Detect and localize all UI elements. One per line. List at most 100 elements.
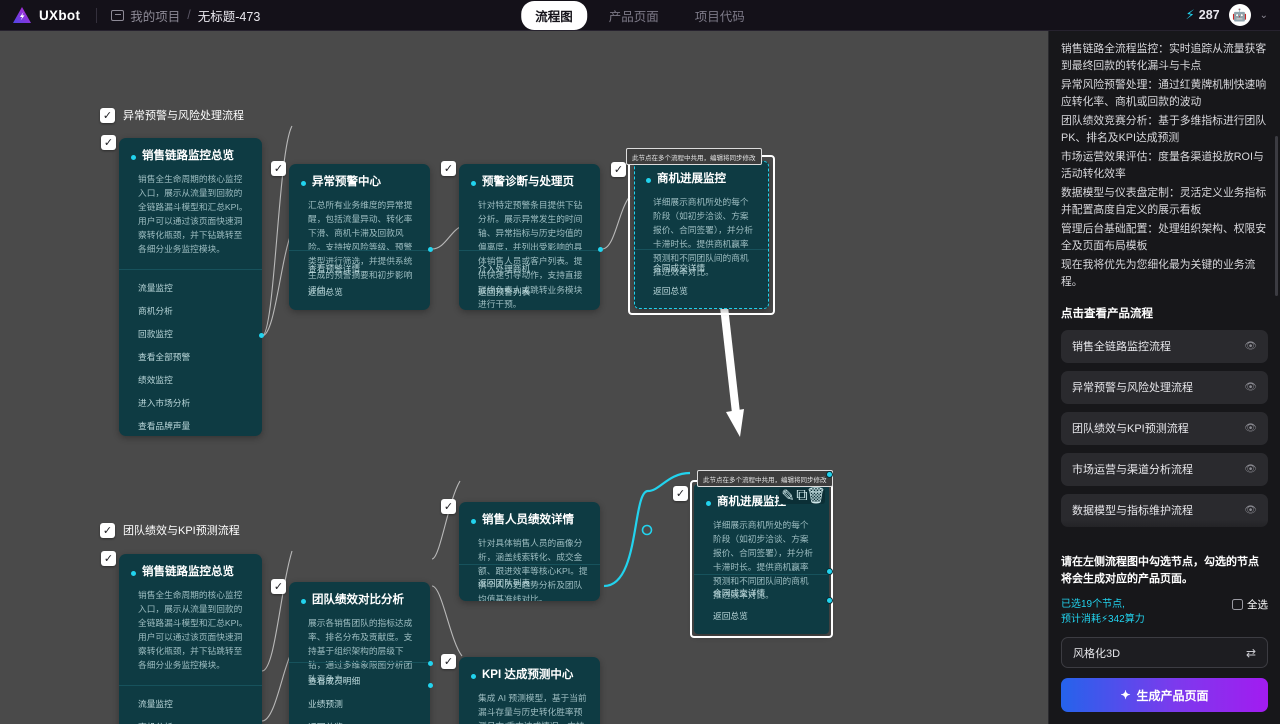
tab-product-pages[interactable]: 产品页面 xyxy=(608,9,659,24)
node-action[interactable]: 返回团队列表 xyxy=(478,578,531,588)
node-sales-overview-2[interactable]: 销售链路监控总览 销售全生命周期的核心监控入口，展示从流量到回款的全链路漏斗模型… xyxy=(119,554,262,724)
style-selector-value: 风格化3D xyxy=(1073,647,1121,660)
avatar[interactable]: 🤖 xyxy=(1228,4,1251,26)
node-team-performance-compare[interactable]: 团队绩效对比分析 展示各销售团队的指标达成率、排名分布及贡献度。支持基于组织架构… xyxy=(289,582,430,724)
flow-item-data-model[interactable]: 数据模型与指标维护流程 👁 xyxy=(1061,493,1268,527)
node-action[interactable]: 查看全部预警 xyxy=(138,351,191,362)
node-checkbox[interactable]: ✓ xyxy=(271,161,286,176)
node-resize-handle[interactable] xyxy=(826,471,833,478)
node-title: 销售人员绩效详情 xyxy=(482,514,574,526)
node-salesperson-detail[interactable]: 销售人员绩效详情 针对具体销售人员的画像分析，涵盖线索转化、成交金额、跟进效率等… xyxy=(459,502,600,601)
node-action[interactable]: 回款监控 xyxy=(138,328,173,339)
node-action[interactable]: 绩效监控 xyxy=(138,374,173,385)
breadcrumb-current[interactable]: 无标题-473 xyxy=(197,9,261,24)
copy-icon[interactable]: ⧉ xyxy=(796,487,808,504)
node-actions: 合同成交详情 返回总览 xyxy=(694,574,829,634)
group-label-text: 异常预警与风险处理流程 xyxy=(123,110,244,122)
node-checkbox[interactable]: ✓ xyxy=(441,654,456,669)
node-description: 汇总所有业务维度的异常提醒，包括流量异动、转化率下滑、商机卡滞及回款风险。支持按… xyxy=(308,199,413,295)
node-checkbox[interactable]: ✓ xyxy=(441,499,456,514)
delete-icon[interactable]: 🗑 xyxy=(805,488,827,505)
generate-product-page-button[interactable]: ✦ 生成产品页面 xyxy=(1061,678,1268,712)
node-header: 预警诊断与处理页 xyxy=(459,164,600,190)
node-action[interactable]: 流量监控 xyxy=(138,698,173,709)
node-output-port[interactable] xyxy=(428,683,433,688)
node-action[interactable]: 流量监控 xyxy=(138,282,173,293)
node-output-port[interactable] xyxy=(428,247,433,252)
sidebar-paragraph: 团队绩效竞赛分析：基于多维指标进行团队PK、排名及KPI达成预测 xyxy=(1061,114,1267,145)
tab-flowchart[interactable]: 流程图 xyxy=(521,0,587,30)
node-checkbox[interactable]: ✓ xyxy=(441,161,456,176)
node-title: 异常预警中心 xyxy=(312,176,381,188)
flow-item-team-kpi[interactable]: 团队绩效与KPI预测流程 👁 xyxy=(1061,411,1268,445)
select-all-control[interactable]: 全选 xyxy=(1232,597,1268,612)
node-action[interactable]: 介入处理商机 xyxy=(478,264,531,274)
shared-node-tooltip: 此节点在多个流程中共用，编辑将同步修改 xyxy=(626,148,762,165)
chevron-down-icon[interactable]: ⌄ xyxy=(1259,9,1268,21)
node-checkbox[interactable]: ✓ xyxy=(101,551,116,566)
node-action[interactable]: 返回总览 xyxy=(308,287,343,297)
selection-summary: 已选19个节点, 预计消耗⚡342算力 xyxy=(1061,597,1145,627)
node-checkbox[interactable]: ✓ xyxy=(673,486,688,501)
eye-icon[interactable]: 👁 xyxy=(1244,422,1257,434)
node-action[interactable]: 返回总览 xyxy=(653,286,688,296)
node-kpi-forecast-center[interactable]: KPI 达成预测中心 集成 AI 预测模型，基于当前漏斗存量与历史转化胜率预测月… xyxy=(459,657,600,724)
node-alert-diagnosis[interactable]: 预警诊断与处理页 针对特定预警条目提供下钻分析。展示异常发生的时间轴、异常指标与… xyxy=(459,164,600,310)
select-all-checkbox[interactable] xyxy=(1232,599,1243,610)
swap-icon[interactable]: ⇄ xyxy=(1245,645,1256,660)
node-action[interactable]: 返回总览 xyxy=(289,715,430,724)
flowchart-canvas[interactable]: ✓ 异常预警与风险处理流程 ✓ 团队绩效与KPI预测流程 ✓ 销售链路监控总览 … xyxy=(0,31,1048,724)
eye-icon[interactable]: 👁 xyxy=(1244,463,1257,475)
node-action[interactable]: 查看预警详情 xyxy=(308,264,361,274)
group-checkbox[interactable]: ✓ xyxy=(100,107,115,123)
node-action[interactable]: 合同成交详情 xyxy=(713,588,766,598)
flow-item-label: 团队绩效与KPI预测流程 xyxy=(1072,423,1189,436)
flow-item-label: 市场运营与渠道分析流程 xyxy=(1072,464,1193,477)
selection-summary-row: 已选19个节点, 预计消耗⚡342算力 全选 xyxy=(1061,597,1268,627)
eye-icon[interactable]: 👁 xyxy=(1244,340,1257,352)
node-action[interactable]: 返回总览 xyxy=(713,611,748,621)
flows-heading: 点击查看产品流程 xyxy=(1061,307,1153,320)
node-action[interactable]: 商机分析 xyxy=(119,715,262,724)
node-action[interactable]: 返回预警列表 xyxy=(478,287,531,297)
edit-icon[interactable]: ✎ xyxy=(781,488,795,505)
eye-icon[interactable]: 👁 xyxy=(1244,381,1257,393)
brand-logo[interactable]: UXbot xyxy=(0,6,80,24)
node-opportunity-monitor-bottom[interactable]: ✎ ⧉ 🗑 商机进展监控 详细展示商机所处的每个阶段（如初步洽谈、方案报价、合同… xyxy=(694,484,829,634)
flow-item-label: 异常预警与风险处理流程 xyxy=(1072,382,1193,395)
credits-indicator[interactable]: ⚡ 287 xyxy=(1186,7,1220,23)
view-tabs: 流程图 产品页面 项目代码 xyxy=(521,0,759,30)
flow-item-alert-risk[interactable]: 异常预警与风险处理流程 👁 xyxy=(1061,370,1268,404)
node-sales-overview-1[interactable]: 销售链路监控总览 销售全生命周期的核心监控入口，展示从流量到回款的全链路漏斗模型… xyxy=(119,138,262,436)
flow-item-sales-monitoring[interactable]: 销售全链路监控流程 👁 xyxy=(1061,329,1268,363)
cost-prefix: 预计消耗 xyxy=(1061,614,1101,625)
group-checkbox[interactable]: ✓ xyxy=(100,522,115,538)
node-alert-center[interactable]: 异常预警中心 汇总所有业务维度的异常提醒，包括流量异动、转化率下滑、商机卡滞及回… xyxy=(289,164,430,310)
shared-node-tooltip: 此节点在多个流程中共用，编辑将同步修改 xyxy=(697,470,833,487)
node-action[interactable]: 合同成交详情 xyxy=(653,263,706,273)
style-selector[interactable]: 风格化3D ⇄ xyxy=(1061,637,1268,668)
node-actions: 合同成交详情 返回总览 xyxy=(634,249,769,309)
node-action[interactable]: 查看品牌声量 xyxy=(138,420,191,431)
node-action[interactable]: 进入市场分析 xyxy=(138,397,191,408)
tab-project-code[interactable]: 项目代码 xyxy=(694,9,745,24)
node-output-port[interactable] xyxy=(428,661,433,666)
breadcrumb-project[interactable]: 我的项目 xyxy=(111,6,180,25)
node-checkbox[interactable]: ✓ xyxy=(101,135,116,150)
node-output-port[interactable] xyxy=(259,333,264,338)
node-description: 详细展示商机所处的每个阶段（如初步洽谈、方案报价、合同签署），并分析卡滞时长。提… xyxy=(713,519,813,601)
node-checkbox[interactable]: ✓ xyxy=(611,162,626,177)
node-resize-handle[interactable] xyxy=(826,568,833,575)
sidebar-paragraph: 现在我将优先为您细化最为关键的业务流程。 xyxy=(1061,258,1256,289)
sidebar-scrollbar[interactable] xyxy=(1275,136,1278,296)
eye-icon[interactable]: 👁 xyxy=(1244,504,1257,516)
node-action[interactable]: 查看成员明细 xyxy=(308,676,361,686)
node-output-port[interactable] xyxy=(598,247,603,252)
node-resize-handle[interactable] xyxy=(826,597,833,604)
node-checkbox[interactable]: ✓ xyxy=(271,579,286,594)
node-action[interactable]: 商机分析 xyxy=(138,305,173,316)
node-opportunity-monitor-top[interactable]: 商机进展监控 详细展示商机所处的每个阶段（如初步洽谈、方案报价、合同签署），并分… xyxy=(634,161,769,309)
flow-item-marketing-channel[interactable]: 市场运营与渠道分析流程 👁 xyxy=(1061,452,1268,486)
sidebar-scroll-area[interactable]: 销售链路全流程监控：实时追踪从流量获客到最终回款的转化漏斗与卡点 异常风险预警处… xyxy=(1049,31,1280,546)
node-action[interactable]: 业绩预测 xyxy=(308,699,343,709)
